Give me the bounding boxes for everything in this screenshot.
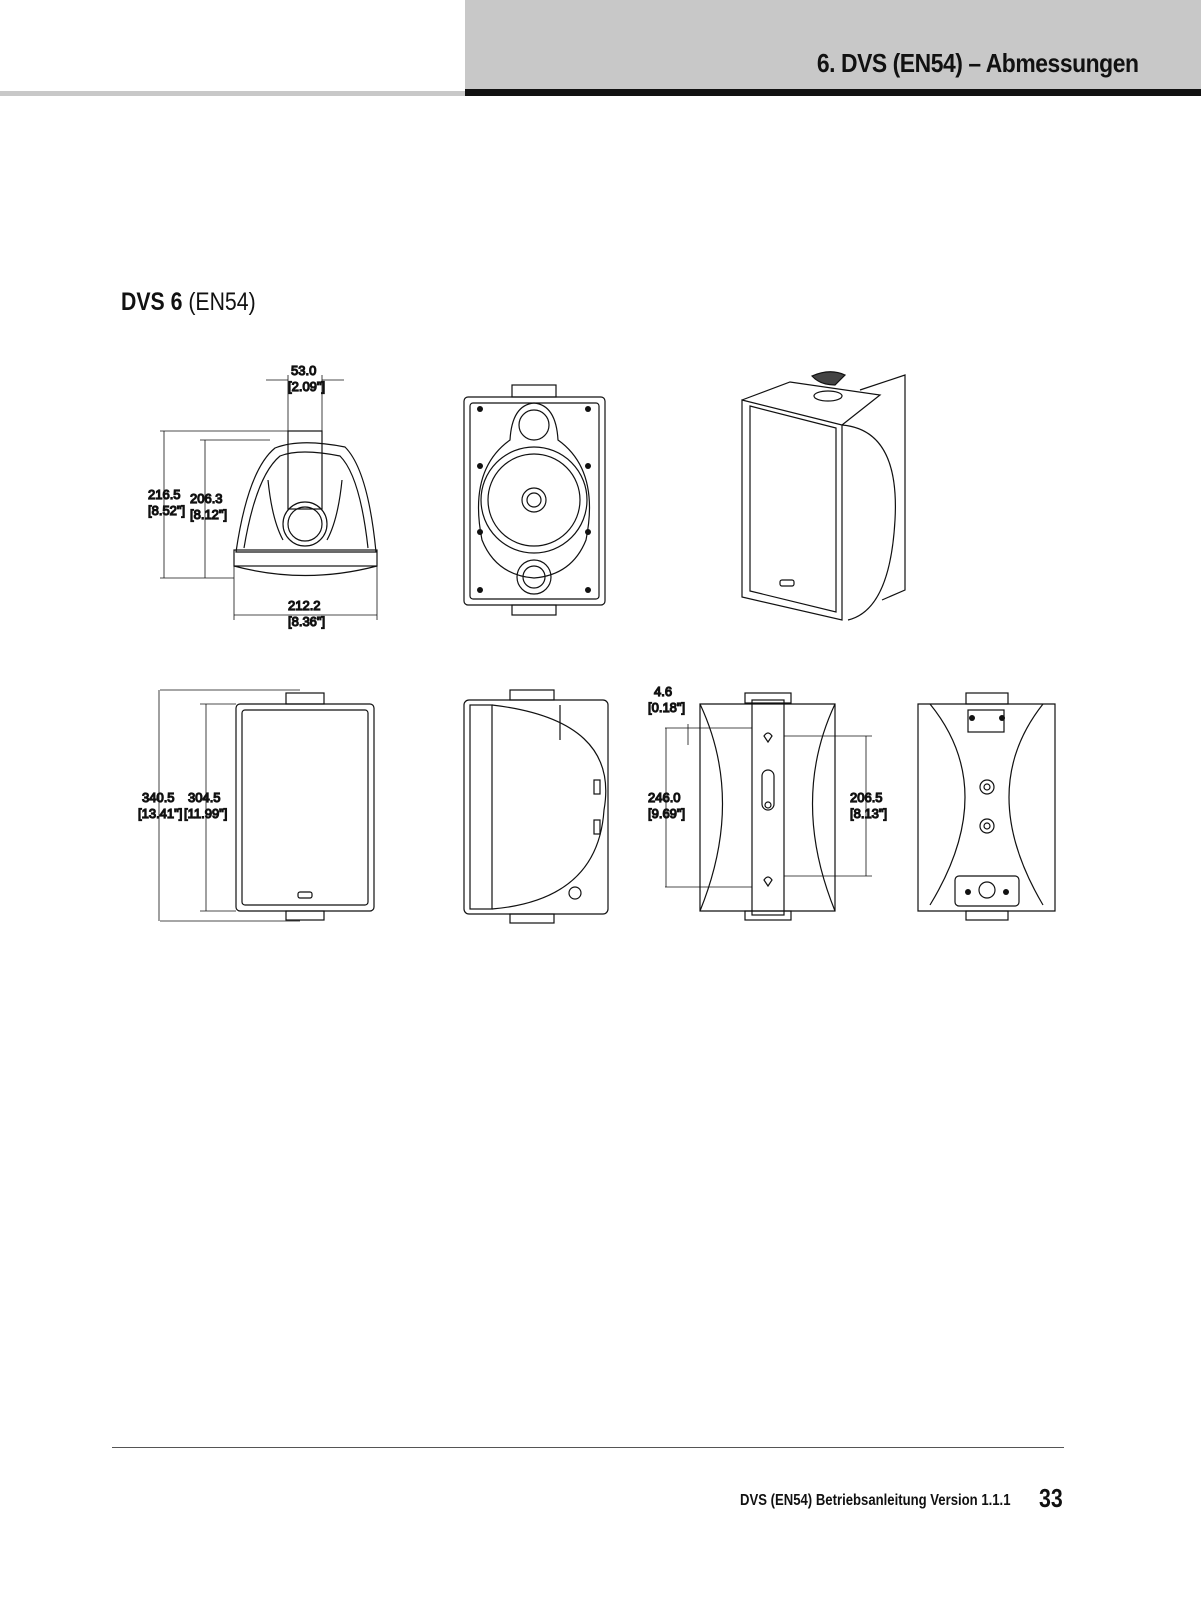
section-title-suffix: (EN54) [188,288,256,316]
dim-top-width-in: [2.09"] [288,379,325,394]
dim-bottom-width-in: [8.36"] [288,614,325,629]
header-black-rule [465,89,1201,96]
dim-bracket-height-in: [9.69"] [648,806,685,821]
bottom-view-drawing [160,375,378,620]
dim-bracket-offset-mm: 4.6 [654,684,672,699]
dim-top-width-mm: 53.0 [291,363,316,378]
dim-front-inner-in: [11.99"] [184,806,227,821]
dim-bracket-height-mm: 246.0 [648,790,681,805]
footer-doc-title: DVS (EN54) Betriebsanleitung Version 1.1… [740,1492,1011,1509]
front-view-drawing [463,384,606,616]
dim-side-inner-in: [8.12"] [190,507,227,522]
page-number: 33 [1039,1483,1063,1513]
dim-back-height-in: [8.13"] [850,806,887,821]
front-grille-view-drawing [158,689,375,922]
perspective-view-drawing [741,371,906,621]
back-view-drawing [917,692,1056,921]
dim-bracket-offset-in: [0.18"] [648,700,685,715]
back-bracket-view-drawing [665,692,872,921]
dimension-drawings: 53.0 [2.09"] 216.5 [8.52"] 206.3 [8.12"]… [137,362,1056,924]
dim-front-outer-in: [13.41"] [138,806,182,821]
dim-side-inner-mm: 206.3 [190,491,223,506]
dim-front-inner-mm: 304.5 [188,790,221,805]
section-title: DVS 6 (EN54) [121,288,256,317]
header-bar [465,0,1201,90]
section-title-model: DVS 6 [121,288,183,316]
dim-back-height-mm: 206.5 [850,790,883,805]
dim-front-outer-mm: 340.5 [142,790,175,805]
side-view-drawing [463,689,609,924]
dim-bottom-width-mm: 212.2 [288,598,321,613]
dim-side-outer-in: [8.52"] [148,503,185,518]
footer-rule [112,1447,1064,1448]
dim-side-outer-mm: 216.5 [148,487,181,502]
page-header-title: 6. DVS (EN54) – Abmessungen [817,48,1139,78]
header-grey-rule [0,91,466,96]
